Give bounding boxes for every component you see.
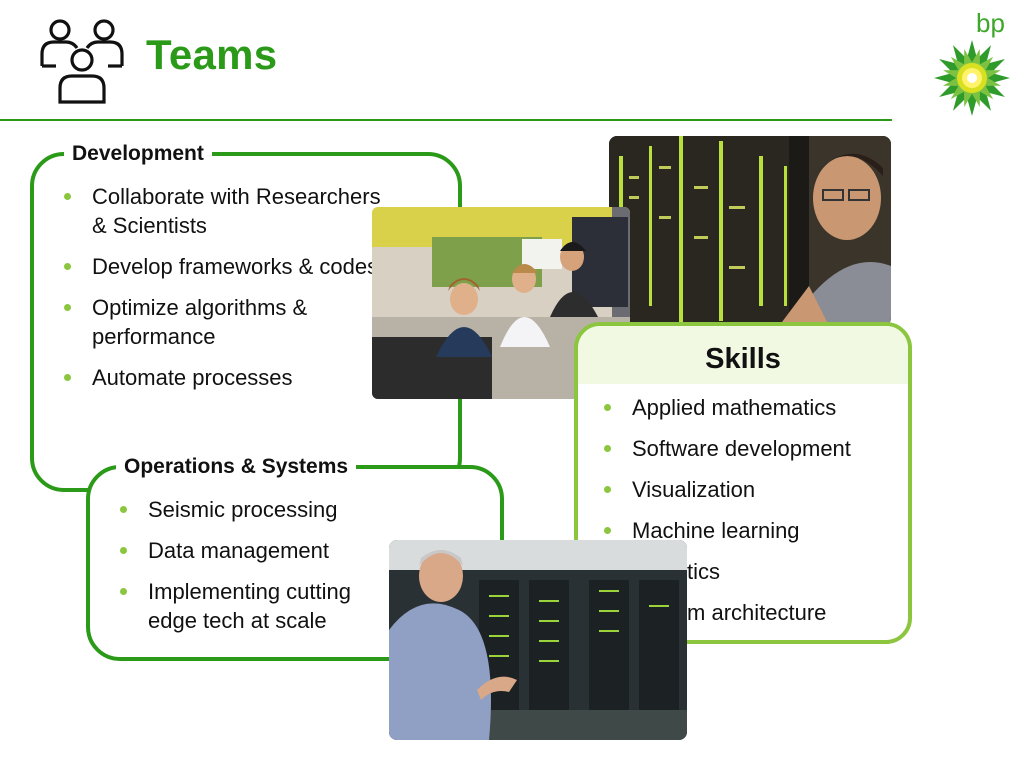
bp-helios-icon	[934, 40, 1010, 116]
operations-heading: Operations & Systems	[116, 454, 357, 480]
operations-list: Seismic processing Data management Imple…	[116, 495, 396, 647]
list-item: Collaborate with Researchers & Scientist…	[60, 182, 400, 240]
list-item: Applied mathematics	[600, 393, 900, 422]
list-item: Visualization	[600, 475, 900, 504]
bp-logo: bp	[928, 8, 1020, 116]
team-people-icon	[36, 14, 128, 106]
development-list: Collaborate with Researchers & Scientist…	[60, 182, 400, 404]
list-item: Automate processes	[60, 363, 400, 392]
list-item: Data management	[116, 536, 396, 565]
list-item: Implementing cutting edge tech at scale	[116, 577, 396, 635]
datacenter-photo	[389, 540, 687, 740]
list-item: Optimize algorithms & performance	[60, 293, 400, 351]
list-item: Develop frameworks & codes	[60, 252, 400, 281]
header-divider	[0, 119, 892, 121]
page-title: Teams	[146, 31, 278, 78]
bp-logo-text: bp	[976, 8, 1005, 38]
list-item: Seismic processing	[116, 495, 396, 524]
skills-heading: Skills	[578, 326, 908, 384]
list-item: Software development	[600, 434, 900, 463]
server-rack-photo	[609, 136, 891, 326]
list-item: Machine learning	[600, 516, 900, 545]
development-heading: Development	[64, 141, 212, 167]
